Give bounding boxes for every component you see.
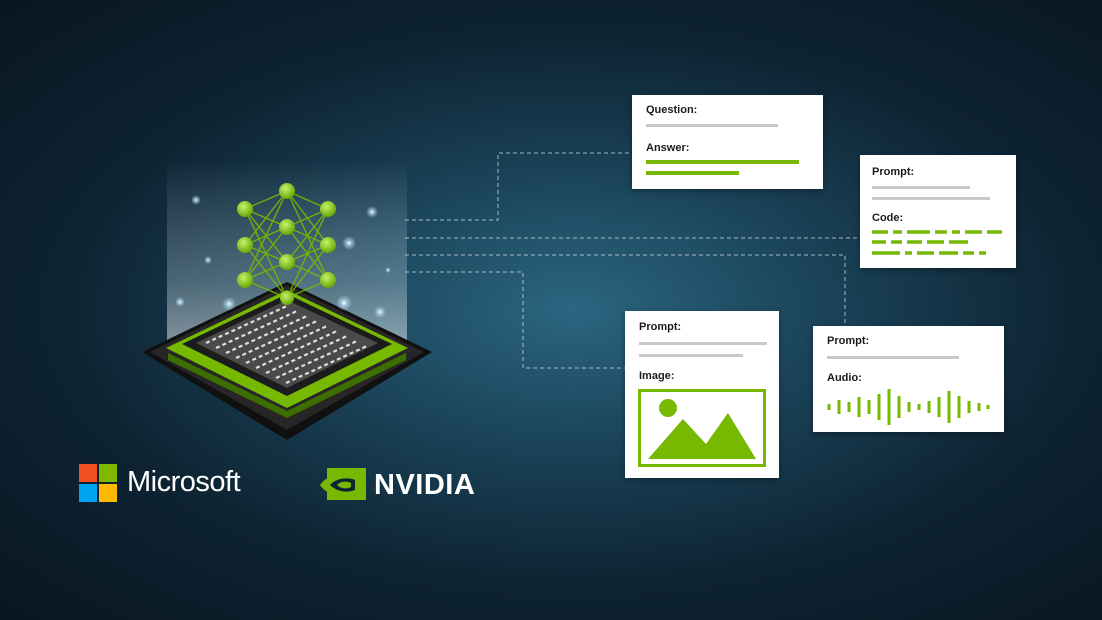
image-label: Image: (639, 370, 675, 382)
chip-grid (205, 304, 368, 385)
microsoft-wordmark: Microsoft (127, 466, 241, 498)
prompt-line (872, 197, 990, 200)
answer-label: Answer: (646, 142, 690, 154)
image-card: Prompt: Image: (625, 311, 779, 478)
microsoft-squares-icon (79, 464, 117, 502)
answer-line (646, 160, 799, 164)
prompt-label: Prompt: (827, 335, 870, 347)
prompt-line (639, 342, 767, 345)
question-label: Question: (646, 104, 698, 116)
code-label: Code: (872, 212, 904, 224)
prompt-line (872, 186, 970, 189)
question-line (646, 124, 778, 127)
network-nodes (237, 183, 336, 305)
prompt-label: Prompt: (639, 321, 682, 333)
nvidia-eye-icon (320, 468, 366, 500)
code-card: Prompt: Code: (860, 155, 1016, 268)
audio-waveform-icon (827, 389, 990, 425)
prompt-line (639, 354, 743, 357)
prompt-label: Prompt: (872, 166, 915, 178)
answer-line (646, 171, 739, 175)
image-placeholder-icon (638, 389, 766, 467)
nvidia-logo: NVIDIA (318, 468, 498, 504)
code-lines-icon (872, 230, 1002, 255)
audio-card: Prompt: Audio: (813, 326, 1004, 432)
nvidia-wordmark: NVIDIA (374, 469, 476, 501)
prompt-line (827, 356, 959, 359)
microsoft-logo: Microsoft (79, 464, 279, 504)
qa-card: Question: Answer: (632, 95, 823, 189)
audio-label: Audio: (827, 372, 862, 384)
sparkles (175, 195, 391, 318)
connector-lines (405, 152, 860, 369)
